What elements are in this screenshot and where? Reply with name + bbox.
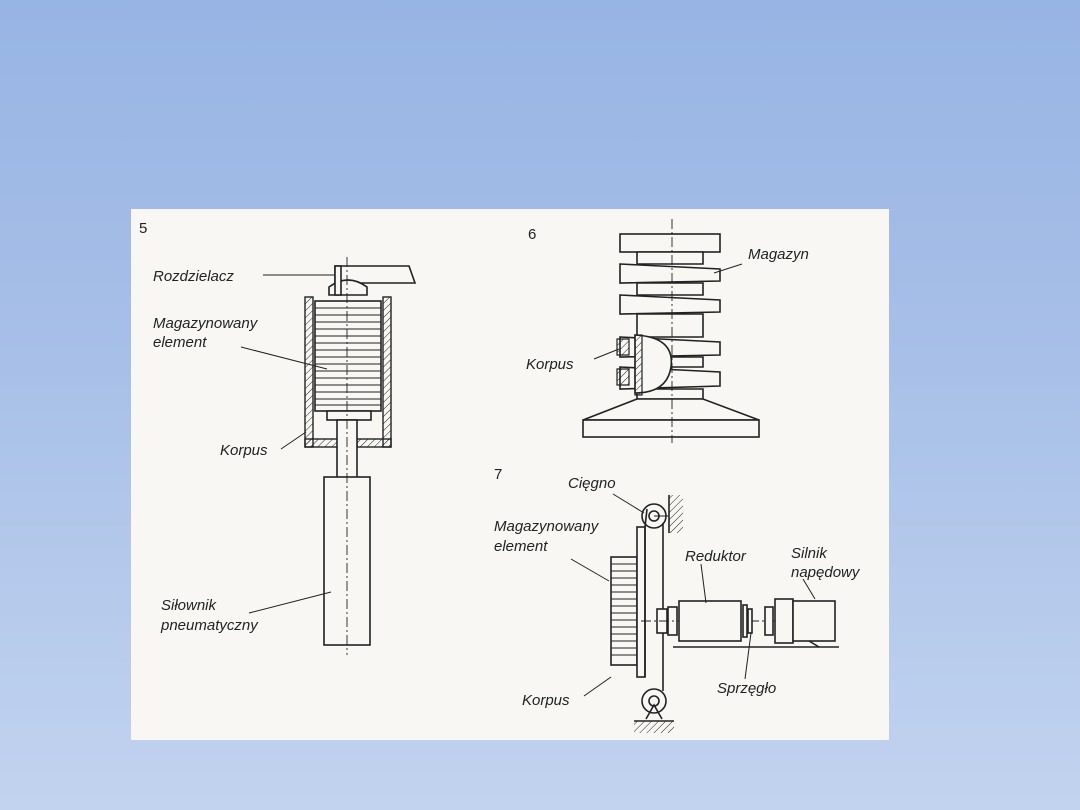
label-silownik-2: pneumatyczny: [160, 617, 259, 634]
label-magazynowany-element-7-1: Magazynowany: [494, 518, 600, 535]
label-rozdzielacz: Rozdzielacz: [153, 268, 234, 285]
spiral-magazine: [582, 233, 760, 438]
diagram-5: 5: [139, 220, 417, 655]
drive-train: [641, 598, 839, 648]
label-silnik-1: Silnik: [791, 545, 828, 562]
stacked-elements-7: [610, 526, 646, 678]
top-pulley: [641, 495, 683, 533]
label-korpus-5: Korpus: [220, 442, 268, 459]
distributor-part: [328, 265, 417, 296]
label-magazynowany-element-7-2: element: [494, 538, 548, 555]
figure-panel: 5: [131, 209, 889, 740]
motor-body: [792, 600, 836, 642]
label-magazyn: Magazyn: [748, 246, 809, 263]
technical-drawing: 5: [139, 219, 861, 733]
label-silnik-2: napędowy: [791, 564, 861, 581]
label-magazynowany-element-1: Magazynowany: [153, 315, 259, 332]
diagram-6: 6 Magazyn Korpus: [526, 219, 809, 443]
label-korpus-7: Korpus: [522, 692, 570, 709]
label-korpus-6: Korpus: [526, 356, 574, 373]
cable-ciegno: [644, 508, 664, 691]
label-magazynowany-element-2: element: [153, 334, 207, 351]
reducer-box: [678, 600, 742, 642]
diagram-5-number: 5: [139, 220, 147, 237]
housing-6: [616, 334, 673, 396]
label-silownik-1: Siłownik: [161, 597, 218, 614]
diagram-6-number: 6: [528, 226, 536, 243]
bottom-pulley: [634, 688, 674, 733]
label-ciegno: Cięgno: [568, 475, 616, 492]
label-reduktor: Reduktor: [685, 548, 747, 565]
diagram-7: 7: [494, 466, 861, 733]
coupling: [747, 608, 753, 634]
diagram-7-number: 7: [494, 466, 502, 483]
stacked-elements: [314, 300, 382, 421]
label-sprzeglo: Sprzęgło: [717, 680, 776, 697]
